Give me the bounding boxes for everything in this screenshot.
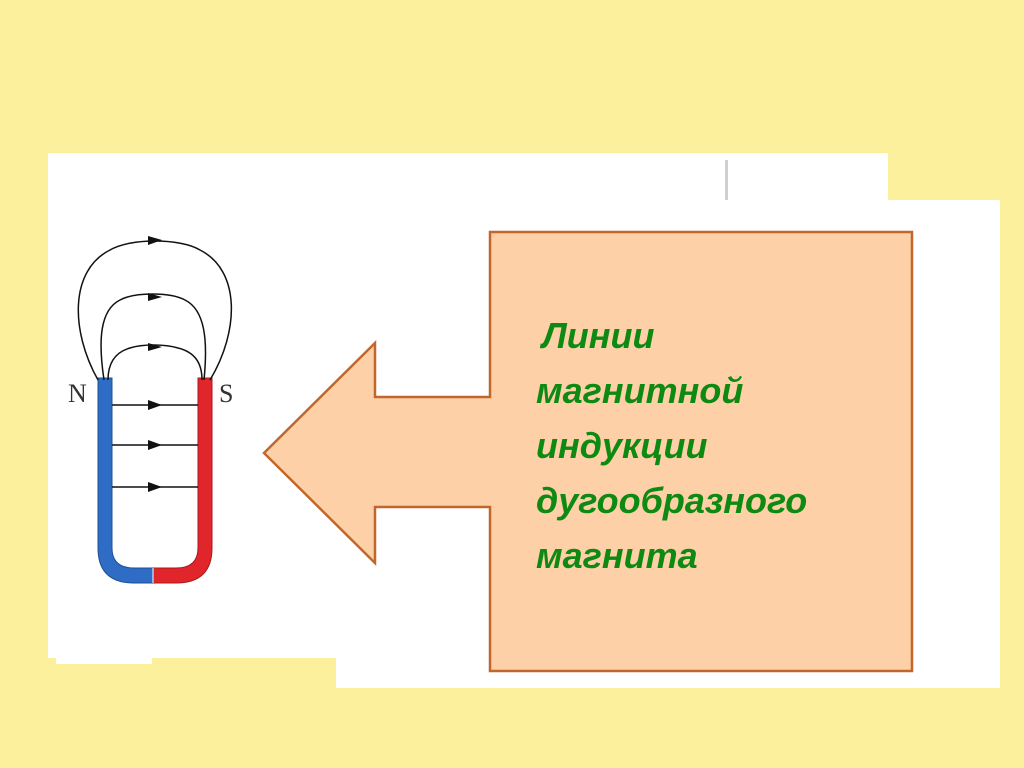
field-line-arrows (148, 236, 162, 351)
field-line-inner (107, 344, 203, 381)
south-pole-label: S (219, 379, 233, 408)
field-line-middle (100, 293, 207, 381)
white-panel-bottom (56, 600, 152, 664)
callout-line-1: Линии (542, 315, 655, 356)
callout-line-5: магнита (536, 535, 698, 576)
horseshoe-magnet (97, 377, 213, 584)
divider-line (725, 160, 728, 200)
internal-arrow-3 (148, 482, 162, 492)
internal-arrow-1 (148, 400, 162, 410)
callout-line-4: дугообразного (536, 480, 808, 521)
callout-arrow (262, 230, 914, 673)
callout-line-2: магнитной (536, 370, 744, 411)
internal-arrows (148, 400, 162, 492)
internal-arrow-2 (148, 440, 162, 450)
field-lines-external (77, 240, 233, 381)
arrow-inner (148, 343, 162, 351)
magnet-north-arm (97, 377, 154, 584)
north-pole-label: N (68, 379, 87, 408)
arrow-middle (148, 293, 162, 301)
callout-text: Линии магнитной индукции дугообразного м… (536, 308, 896, 583)
callout-line-3: индукции (536, 425, 708, 466)
arrow-outer (148, 236, 162, 245)
magnet-south-arm (152, 377, 213, 584)
